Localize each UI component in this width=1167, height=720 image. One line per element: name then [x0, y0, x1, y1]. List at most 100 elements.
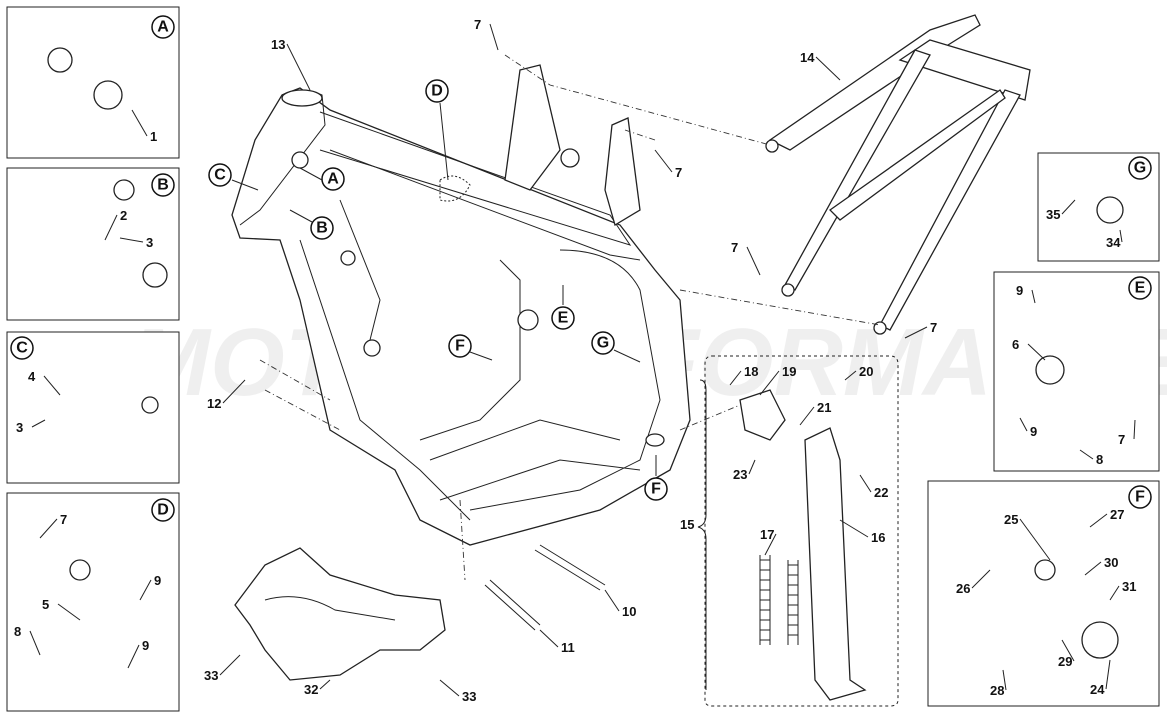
callout-letter: B [157, 177, 169, 194]
leader-line [1105, 659, 1111, 690]
leader-line [748, 459, 756, 475]
part-number: 13 [271, 37, 285, 52]
part-number: 29 [1058, 654, 1072, 669]
detail-panel-d [6, 492, 180, 712]
leader-line [1027, 343, 1046, 361]
part-number: 15 [680, 517, 694, 532]
leader-line [859, 474, 872, 493]
leader-line [1089, 513, 1108, 528]
frame-callout-c: C [208, 163, 232, 187]
leader-line [1119, 229, 1123, 243]
part-number: 7 [60, 512, 67, 527]
callout-letter: A [157, 19, 169, 36]
detail-panels [6, 6, 1160, 712]
part-number: 14 [800, 50, 815, 65]
part-number: 5 [42, 597, 49, 612]
rear-subframe [765, 14, 1031, 335]
callout-letter: C [16, 340, 28, 357]
callout-letter: B [316, 220, 328, 237]
leader-line [815, 56, 841, 81]
sidestand-bracket [739, 389, 786, 441]
part-sketch [47, 47, 73, 73]
part-number: 7 [731, 240, 738, 255]
part-number: 9 [142, 638, 149, 653]
panel-letter-callout: A [151, 15, 175, 39]
main-frame [231, 64, 691, 546]
leader-line [729, 370, 742, 386]
panel-letter-callout: F [1128, 485, 1152, 509]
callout-letter: E [1135, 280, 1146, 297]
leader-line [131, 109, 148, 137]
part-number: 11 [561, 640, 575, 655]
leader-line [764, 533, 777, 556]
part-number: 6 [1012, 337, 1019, 352]
group-15-bracket [697, 379, 707, 690]
panel-letter-callout: D [151, 498, 175, 522]
panel-letter-callout: G [1128, 156, 1152, 180]
part-sketch [93, 80, 123, 110]
skid-plate [234, 547, 446, 681]
frame-callout-f: F [644, 477, 668, 501]
leader-line [904, 326, 928, 339]
frame-callout-g: G [591, 331, 615, 355]
part-number: 8 [1096, 452, 1103, 467]
callout-arrow [469, 351, 493, 361]
leader-line [31, 419, 46, 428]
part-number: 32 [304, 682, 318, 697]
part-number: 33 [204, 668, 218, 683]
leader-line [839, 519, 869, 538]
part-number: 20 [859, 364, 873, 379]
leader-line [1084, 561, 1102, 576]
spring [759, 555, 771, 645]
callout-letter: F [455, 338, 465, 355]
callout-arrow [439, 102, 449, 181]
callout-letter: A [327, 171, 339, 188]
leader-line [1061, 639, 1075, 662]
part-number: 12 [207, 396, 221, 411]
part-number: 26 [956, 581, 970, 596]
callout-letter: D [157, 502, 169, 519]
part-number: 9 [154, 573, 161, 588]
leader-line [43, 375, 61, 396]
callout-arrow [231, 179, 259, 191]
part-sketch [142, 262, 168, 288]
callout-letter: C [214, 167, 226, 184]
leader-line [222, 379, 246, 404]
part-number: 7 [930, 320, 937, 335]
callout-arrow [289, 209, 313, 223]
leader-line [1061, 199, 1076, 215]
callout-letter: F [1135, 489, 1145, 506]
leader-line [971, 569, 991, 589]
part-number: 30 [1104, 555, 1118, 570]
callout-letter: E [558, 310, 569, 327]
part-sketch [1034, 559, 1056, 581]
leader-line [1019, 417, 1028, 432]
part-number: 7 [675, 165, 682, 180]
part-number: 7 [474, 17, 481, 32]
callout-letter: G [1134, 160, 1146, 177]
part-number: 33 [462, 689, 476, 704]
part-number: 7 [1118, 432, 1125, 447]
leader-line [1133, 419, 1136, 440]
leader-line [844, 370, 857, 381]
part-number: 9 [1030, 424, 1037, 439]
leader-line [746, 246, 761, 276]
leader-line [104, 214, 118, 241]
leader-line [29, 630, 41, 656]
part-number: 23 [733, 467, 747, 482]
detail-panel-f [927, 480, 1160, 707]
detail-panel-e [993, 271, 1160, 472]
frame-callout-e: E [551, 306, 575, 330]
frame-callout-f: F [448, 334, 472, 358]
leader-line [1019, 518, 1051, 561]
callout-letter: G [597, 335, 609, 352]
part-number: 4 [28, 369, 36, 384]
leader-line [1002, 669, 1007, 691]
leader-line [119, 237, 144, 243]
part-number: 16 [871, 530, 885, 545]
leader-line [57, 603, 81, 621]
leader-line [759, 370, 780, 396]
part-number: 35 [1046, 207, 1060, 222]
part-number: 3 [146, 235, 153, 250]
part-number: 27 [1110, 507, 1124, 522]
